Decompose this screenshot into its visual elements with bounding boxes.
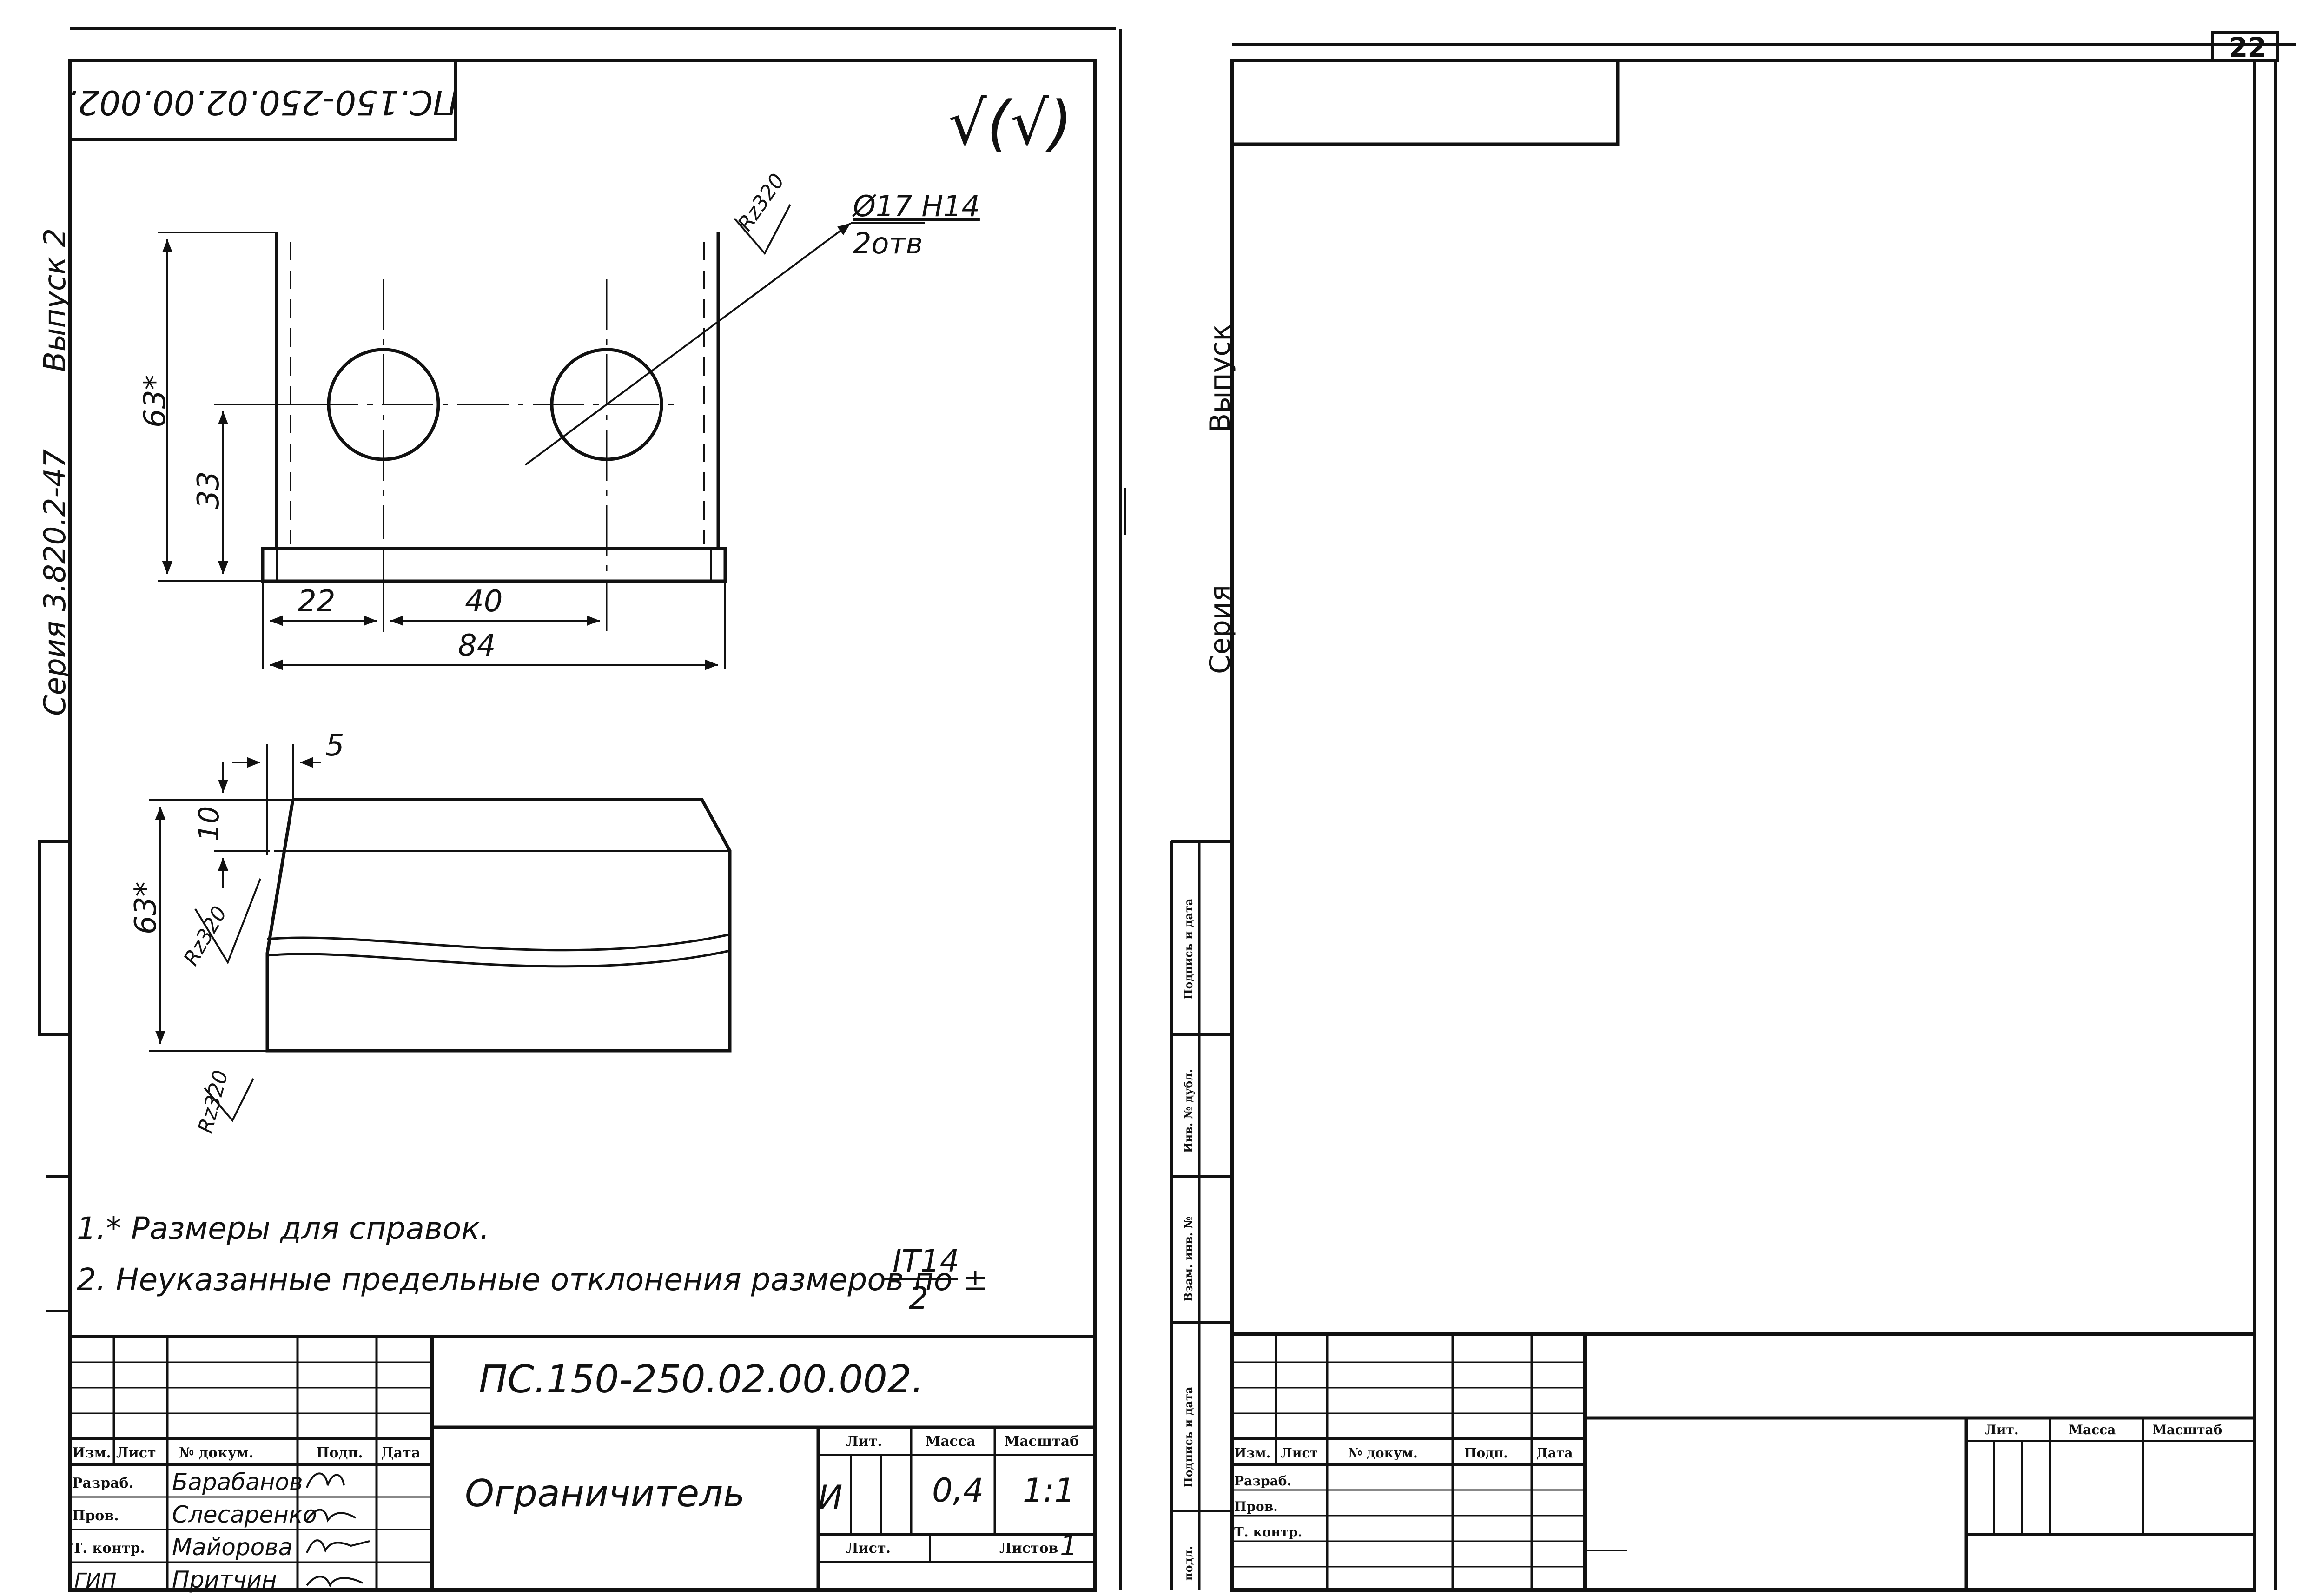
rtb-role-checker: Пров.	[1234, 1499, 1278, 1514]
rtb-scale-label: Масштаб	[2152, 1422, 2222, 1437]
dim-edge-to-hole: 22	[298, 584, 335, 619]
dim-side-height: 63*	[129, 882, 163, 934]
dim-chamfer: 5	[325, 728, 344, 763]
dim-height-ref: 63*	[138, 375, 172, 428]
rtb-header-izm: Изм.	[1234, 1445, 1270, 1461]
right-stamp-box	[1230, 59, 1620, 146]
rtb-header-doc: № докум.	[1348, 1445, 1418, 1461]
tolerance-denominator: 2	[909, 1280, 928, 1316]
dim-chamfer-height: 10	[193, 806, 225, 841]
dim-overall-length: 84	[458, 629, 496, 663]
top-view	[261, 222, 925, 632]
tb-role-chief-engineer: ГИП	[74, 1569, 117, 1593]
tb-header-izm: Изм.	[72, 1445, 111, 1461]
margin-field-sign-date-2: Подпись и дата	[1182, 1387, 1195, 1488]
tb-scale-label: Масштаб	[1004, 1433, 1079, 1450]
inverted-stamp-box	[68, 59, 457, 141]
page-number: 22	[2229, 32, 2267, 63]
roughness-label-top: Rz320	[733, 169, 789, 235]
tb-person-checker: Слесаренко	[172, 1501, 317, 1528]
general-roughness-symbol: √(√)	[948, 88, 1072, 159]
tb-role-checker: Пров.	[72, 1508, 119, 1524]
roughness-label-bottom: Rz320	[193, 1068, 233, 1136]
margin-field-sign-date-1: Подпись и дата	[1182, 899, 1195, 1000]
right-title-block	[1232, 1332, 2255, 1590]
top-view-dimensions	[158, 232, 726, 670]
right-sheet: 22 Выпуск Серия Подпись и дата Инв. № ду…	[1170, 31, 2296, 1592]
roughness-label-chamfer: Rz320	[179, 902, 231, 970]
series-side-label: Серия 3.820.2-47	[38, 449, 73, 716]
note-2: 2. Неуказанные предельные отклонения раз…	[77, 1262, 988, 1298]
margin-fields	[1170, 840, 1232, 1590]
roughness-mark-top	[734, 204, 791, 255]
tb-header-doc: № докум.	[179, 1445, 253, 1461]
tb-lit-value: И	[818, 1478, 842, 1517]
left-sheet-frame	[68, 59, 1097, 1592]
tolerance-numerator: IT14	[893, 1243, 959, 1279]
left-title-block	[70, 1335, 1095, 1590]
rtb-lit-label: Лит.	[1985, 1422, 2019, 1437]
hole-diameter-label: Ø17 H14	[852, 189, 980, 223]
issue-side-label: Выпуск 2	[38, 228, 73, 372]
rtb-mass-label: Масса	[2069, 1422, 2116, 1437]
rtb-header-sign: Подп.	[1464, 1445, 1508, 1461]
page-number-box	[2211, 31, 2279, 62]
right-sheet-frame	[1230, 59, 2256, 1592]
tb-sheet-label: Лист.	[846, 1540, 891, 1556]
left-sheet: Серия 3.820.2-47 Выпуск 2 ПС.150-250.02.…	[38, 27, 1116, 1593]
tb-mass-label: Масса	[925, 1433, 976, 1450]
tb-part-name: Ограничитель	[465, 1472, 745, 1515]
margin-field-replace-inv: Взам. инв. №	[1182, 1216, 1195, 1302]
tb-person-tech-control: Майорова	[172, 1534, 292, 1561]
tb-person-developer: Барабанов	[172, 1469, 303, 1496]
inverted-stamp: ПС.150-250.02.00.002.	[67, 83, 458, 122]
rtb-header-date: Дата	[1536, 1445, 1573, 1461]
dim-hole-spacing: 40	[465, 584, 503, 619]
tb-person-chief-engineer: Притчин	[172, 1566, 277, 1593]
margin-field-dup-inv: Инв. № дубл.	[1182, 1069, 1195, 1153]
right-series-side-label: Серия	[1204, 585, 1237, 674]
rtb-role-developer: Разраб.	[1234, 1473, 1291, 1489]
tb-role-developer: Разраб.	[72, 1475, 133, 1491]
side-view	[149, 744, 732, 1122]
rtb-role-tech-control: Т. контр.	[1234, 1524, 1302, 1540]
tb-header-sign: Подп.	[316, 1445, 363, 1461]
tb-header-list: Лист	[116, 1445, 156, 1461]
margin-field-original: подл.	[1182, 1546, 1195, 1581]
tb-header-date: Дата	[381, 1445, 420, 1461]
tb-mass-value: 0,4	[932, 1471, 984, 1510]
tb-lit-label: Лит.	[846, 1433, 882, 1450]
right-issue-side-label: Выпуск	[1204, 324, 1237, 433]
rtb-header-list: Лист	[1281, 1445, 1318, 1461]
signatures	[306, 1472, 370, 1588]
dim-hole-height: 33	[192, 471, 226, 509]
tb-designation: ПС.150-250.02.00.002.	[479, 1358, 924, 1402]
tb-role-tech-control: Т. контр.	[72, 1540, 145, 1556]
tb-sheets-label: Листов	[999, 1540, 1058, 1556]
hole-count-label: 2отв	[853, 226, 923, 260]
tb-scale-value: 1:1	[1023, 1471, 1075, 1510]
tb-sheets-value: 1	[1060, 1530, 1078, 1562]
note-1: 1.* Размеры для справок.	[77, 1211, 489, 1246]
